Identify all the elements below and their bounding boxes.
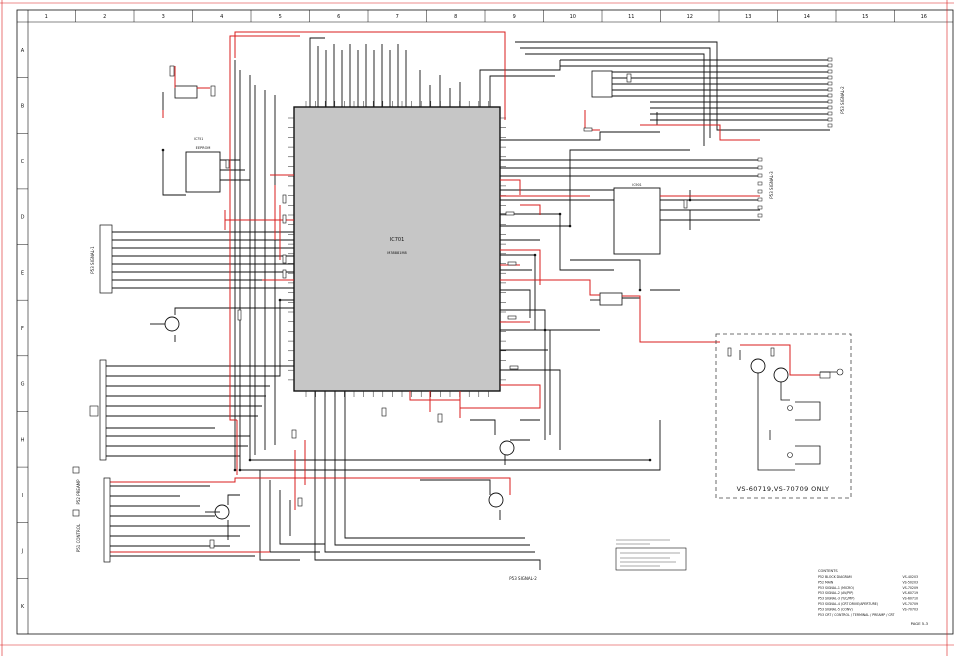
- eeprom-ref: IC751: [194, 137, 203, 141]
- grid-row-labels: A B C D E F G H I J K: [17, 48, 28, 610]
- ic901-body: [613, 187, 661, 255]
- transistor-q6: [773, 367, 789, 383]
- contents-row-label: P52 BLOCK DIAGRAM: [818, 575, 852, 579]
- grid-col-label: 8: [454, 14, 457, 20]
- contents-row-model: VS-50203: [903, 580, 919, 584]
- grid-col-label: 6: [337, 14, 340, 20]
- ic701-body: [293, 106, 501, 392]
- main-ic: IC701 M38881M8: [288, 101, 506, 397]
- connector-label-signal-bottom: P53 SIGNAL-2: [509, 576, 537, 581]
- contents-header: CONTENTS: [818, 569, 838, 573]
- red-wires: [106, 31, 820, 553]
- grid-col-label: 1: [45, 14, 48, 20]
- grid-row-label: F: [21, 326, 24, 332]
- contents-row-model: VS-60710: [903, 597, 919, 601]
- grid-row-label: B: [21, 103, 25, 109]
- grid-row-label: D: [21, 215, 25, 221]
- small-ic-middle-right: [599, 292, 623, 306]
- connector-label-preamp: P52 PREAMP: [76, 479, 81, 505]
- connector-label-signal-right-mid: P53 SIGNAL-3: [769, 171, 774, 199]
- grid-col-label: 5: [279, 14, 282, 20]
- small-ic-top-left: [174, 85, 198, 99]
- transistor-q1: [164, 316, 180, 332]
- grid-col-label: 2: [103, 14, 106, 20]
- contents-row-model: VS-70709: [903, 602, 919, 606]
- right-ic: IC901: [613, 183, 661, 255]
- passive-components: [169, 65, 831, 549]
- grid-col-label: 3: [162, 14, 165, 20]
- contents-row-label: P53 SIGNAL-2 (AV/PIP): [818, 591, 853, 595]
- ic701-part: M38881M8: [387, 251, 406, 255]
- grid-col-label: 7: [396, 14, 399, 20]
- grid-col-label: 10: [570, 14, 576, 20]
- ic901-ref: IC901: [632, 183, 641, 187]
- eeprom-body: [185, 151, 221, 193]
- grid-row-label: C: [21, 159, 25, 165]
- ic701-ref: IC701: [390, 237, 405, 243]
- contents-row-label: P53 SIGNAL-3 (Y/C/PIP): [818, 597, 855, 601]
- contents-row-label: P53 CRT / CONTROL / TERMINAL / PREAMP / …: [818, 613, 895, 617]
- contents-row-model: VS-40203: [903, 575, 919, 579]
- grid-col-label: 13: [745, 14, 751, 20]
- contents-row-label: P53 SIGNAL-1 (MICRO): [818, 586, 854, 590]
- connector-label-control: P51 CONTROL: [76, 523, 81, 552]
- grid-col-label: 15: [862, 14, 868, 20]
- grid-row-label: A: [21, 48, 25, 54]
- grid-col-label: 11: [628, 14, 634, 20]
- contents-row-model: VS-70209: [903, 586, 919, 590]
- box-annotation: VS-60719,VS-70709 ONLY: [737, 485, 830, 493]
- grid-col-label: 9: [513, 14, 516, 20]
- contents-row-label: P52 MAIN: [818, 580, 834, 584]
- connector-label-signal-right-top: P53 SIGNAL-2: [840, 86, 845, 114]
- grid-row-label: I: [22, 493, 23, 499]
- transistor-q3: [499, 440, 515, 456]
- transistor-q2: [214, 504, 230, 520]
- optional-circuit-box: VS-60719,VS-70709 ONLY: [715, 333, 852, 499]
- grid-row-label: E: [21, 270, 24, 276]
- grid-row-label: G: [21, 382, 25, 388]
- small-ic-top-right: [591, 70, 613, 98]
- left-connectors: [72, 224, 113, 563]
- grid-row-label: K: [21, 604, 25, 610]
- note-box: [615, 539, 687, 571]
- contents-row-label: P53 SIGNAL-4 (CRT DRIVE/APERTURE): [818, 602, 878, 606]
- grid-col-label: 16: [921, 14, 927, 20]
- connector-label-signal-left: P53 SIGNAL-1: [90, 246, 95, 274]
- grid-col-label: 12: [687, 14, 693, 20]
- right-connector-terminals: [757, 57, 833, 218]
- eeprom-ic: EEPROM IC751: [185, 137, 221, 193]
- contents-row-model: VS-60719: [903, 591, 919, 595]
- page-label: PAGE 5-3: [911, 621, 929, 626]
- contents-row-model: VS-70703: [903, 607, 919, 611]
- transistor-q4: [488, 492, 504, 508]
- grid-row-label: H: [21, 437, 25, 443]
- contents-row-label: P53 SIGNAL-5 (CONV): [818, 607, 853, 611]
- grid-col-label: 14: [804, 14, 810, 20]
- black-wires: [105, 37, 830, 570]
- junction-dots: [161, 148, 692, 472]
- transistor-q5: [750, 358, 766, 374]
- grid-col-label: 4: [220, 14, 223, 20]
- grid-row-label: J: [21, 549, 23, 555]
- eeprom-label: EEPROM: [196, 146, 211, 150]
